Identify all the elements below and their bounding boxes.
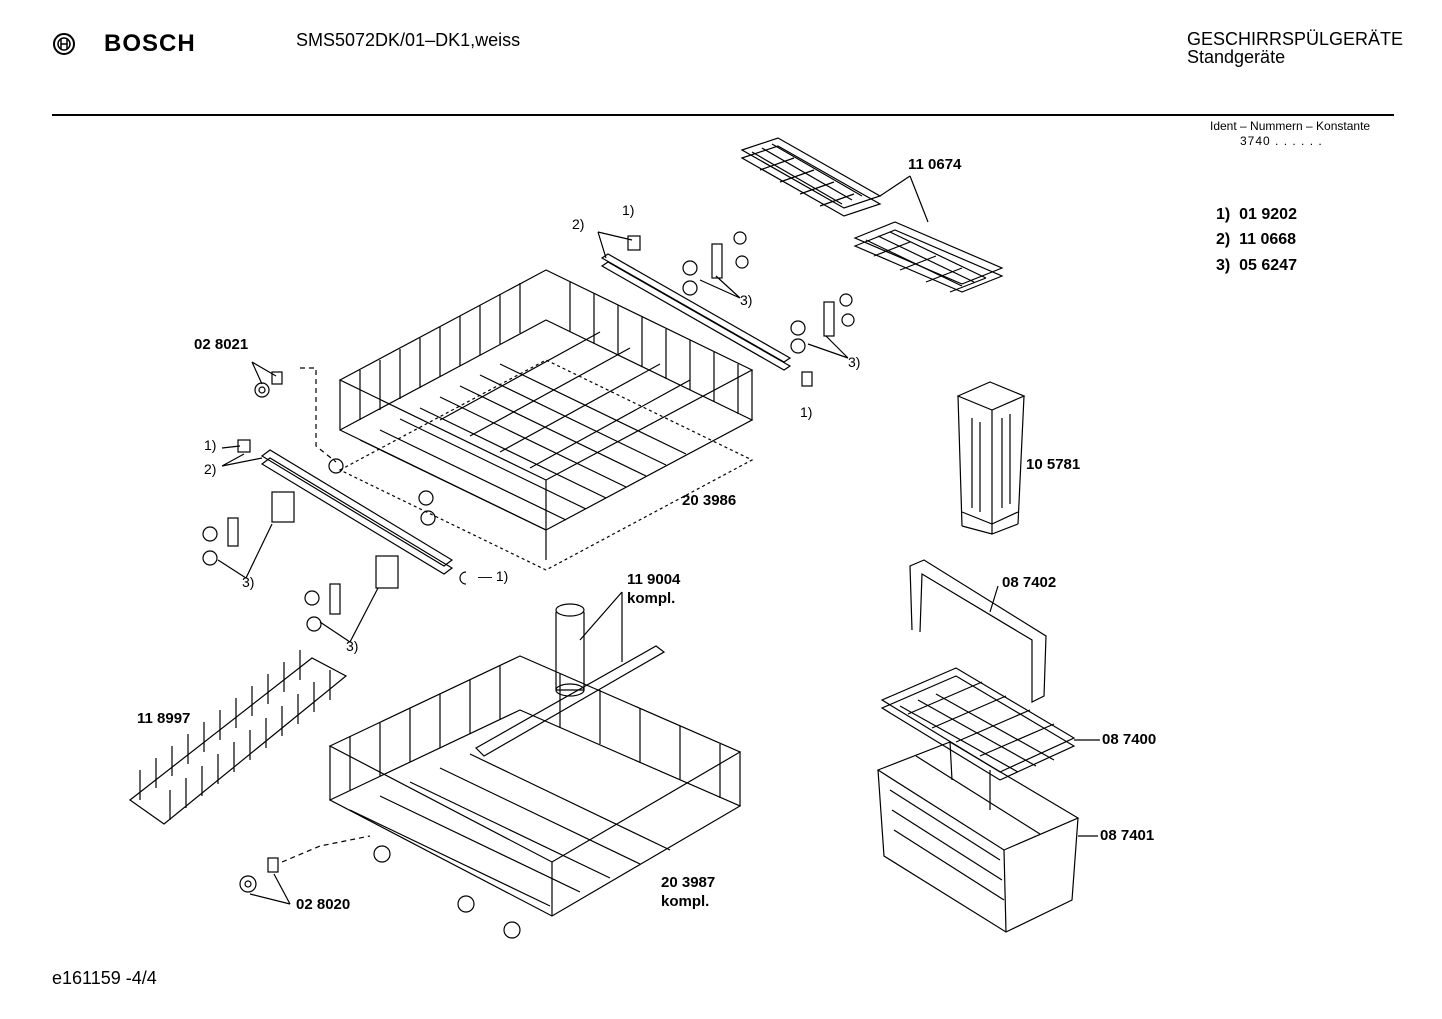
leader-110674	[879, 175, 929, 223]
category-title: GESCHIRRSPÜLGERÄTE	[1187, 29, 1404, 49]
leader-ref3-right	[807, 335, 849, 359]
part-028021: 02 8021	[194, 336, 249, 353]
part-110674: 11 0674	[908, 156, 962, 173]
leader-119004	[579, 591, 623, 662]
legend-item-2: 2) 11 0668	[1216, 231, 1296, 249]
leader-028021	[251, 361, 277, 385]
basket-handle	[909, 559, 1047, 703]
brand-name: BOSCH	[104, 30, 196, 57]
ref-3-bottom: 3)	[346, 638, 359, 654]
plate-rack-insert	[128, 650, 348, 825]
ident-label: Ident – Nummern – Konstante	[1210, 119, 1371, 133]
legend-part: 11 0668	[1239, 231, 1297, 248]
category-subtitle: Standgeräte	[1187, 47, 1286, 67]
part-119004: 11 9004	[627, 571, 681, 588]
ref-1-rail-end: — 1)	[478, 568, 509, 584]
bosch-armature-icon	[53, 33, 75, 55]
leader-087402	[989, 585, 999, 613]
legend-part: 05 6247	[1239, 257, 1297, 274]
legend-part: 01 9202	[1239, 206, 1297, 223]
leader-028020	[249, 873, 291, 905]
ref-1-right: 1)	[800, 404, 813, 420]
part-087400: 08 7400	[1102, 731, 1157, 748]
part-028020: 02 8020	[296, 896, 351, 913]
drawing-number: e161159 -4/4	[52, 968, 157, 988]
dash-028020	[281, 835, 371, 863]
model-designation: SMS5072DK/01–DK1,weiss	[296, 30, 521, 50]
rail-upper-right	[600, 253, 792, 371]
ref-1-top: 1)	[622, 202, 635, 218]
lower-rack	[328, 655, 742, 939]
part-087401: 08 7401	[1100, 827, 1155, 844]
leader-ref2-top	[597, 231, 633, 259]
ref-2-top: 2)	[572, 216, 585, 232]
cutlery-basket-lower	[876, 741, 1080, 933]
legend-key: 1)	[1216, 206, 1231, 223]
roller-028020	[239, 857, 279, 893]
part-105781: 10 5781	[1026, 456, 1081, 473]
part-203986: 20 3986	[682, 492, 737, 509]
legend-item-3: 3) 05 6247	[1216, 257, 1297, 275]
part-203987: 20 3987	[661, 874, 716, 891]
part-203987-kompl: kompl.	[661, 893, 710, 910]
dash-028021	[300, 367, 337, 463]
legend-key: 3)	[1216, 257, 1231, 274]
bosch-logo	[50, 28, 90, 65]
legend-key: 2)	[1216, 231, 1231, 248]
spray-arm	[475, 603, 666, 757]
upper-rack	[338, 269, 754, 571]
ref-3-left: 3)	[242, 574, 255, 590]
cutlery-insert-lower	[853, 221, 1004, 293]
ident-value: 3740 . . . . . .	[1240, 134, 1323, 148]
ref-3-top: 3)	[740, 292, 753, 308]
ref-3-right: 3)	[848, 354, 861, 370]
rail-left	[260, 449, 454, 575]
legend-item-1: 1) 01 9202	[1216, 206, 1297, 224]
leader-ref3-top	[699, 275, 741, 299]
cutlery-basket-tall	[956, 381, 1026, 535]
leader-ref12-left	[221, 445, 263, 467]
header-divider	[52, 114, 1394, 116]
cutlery-insert-upper	[740, 137, 882, 217]
part-119004-kompl: kompl.	[627, 590, 676, 607]
ref-2-left: 2)	[204, 461, 217, 477]
clip-parts	[202, 231, 855, 632]
leader-ref3-bottom	[319, 587, 379, 643]
ref-1-left: 1)	[204, 437, 217, 453]
part-118997: 11 8997	[137, 710, 191, 727]
part-087402: 08 7402	[1002, 574, 1057, 591]
basket-lid	[880, 667, 1076, 781]
leader-ref3-left	[217, 523, 273, 579]
